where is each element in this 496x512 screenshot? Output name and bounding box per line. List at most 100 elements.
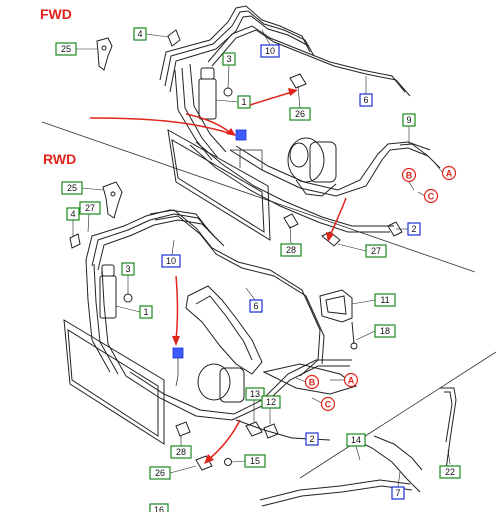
- fwd-tube-upper-5: [211, 29, 411, 97]
- fwd-tube-lower-4: [235, 141, 431, 191]
- callout-27-fwd-label: 27: [371, 246, 381, 256]
- rwd-abs-pump-body: [219, 367, 245, 403]
- rwd-tube-left-3: [101, 267, 127, 377]
- callout-13-label: 13: [250, 389, 260, 399]
- callout-25-rwd-label: 25: [67, 183, 77, 193]
- rwd-arrow-26: [207, 419, 241, 461]
- callout-6-rwd[interactable]: 6: [249, 299, 263, 313]
- callout-1-fwd-label: 1: [241, 97, 246, 107]
- callout-C-fwd[interactable]: C: [423, 188, 439, 204]
- callout-6-fwd-label: 6: [363, 95, 368, 105]
- leader-25-rwd: [81, 187, 104, 191]
- callout-10-fwd[interactable]: 10: [260, 44, 280, 58]
- fwd-valve-block: [198, 78, 217, 120]
- fwd-tube-upper-1: [159, 5, 311, 81]
- callout-25-fwd[interactable]: 25: [55, 42, 77, 56]
- fwd-line-art: [96, 5, 441, 247]
- callout-3-rwd-label: 3: [125, 264, 130, 274]
- rwd-valve-top: [101, 264, 115, 277]
- callout-10-rwd[interactable]: 10: [161, 254, 181, 268]
- rwd-highlight-leader: [175, 358, 179, 387]
- callout-26-fwd[interactable]: 26: [289, 107, 311, 121]
- rwd-hose-7: [373, 435, 423, 471]
- fwd-arrow-26: [249, 91, 293, 106]
- rwd-hose-22: [440, 387, 457, 471]
- leader-26-fwd: [297, 85, 301, 109]
- callout-1-rwd[interactable]: 1: [139, 305, 153, 319]
- callout-2-fwd[interactable]: 2: [407, 222, 421, 236]
- callout-A-fwd[interactable]: A: [441, 165, 457, 181]
- green-callouts: 25 4 3 1 26 9 27 28: [55, 27, 461, 512]
- callout-3-rwd[interactable]: 3: [121, 262, 135, 276]
- fwd-tube-lower-1: [189, 144, 390, 233]
- leader-18: [355, 330, 376, 341]
- callout-18[interactable]: 18: [374, 324, 396, 338]
- callout-2-rwd[interactable]: 2: [305, 432, 319, 446]
- callout-28-fwd[interactable]: 28: [280, 243, 302, 257]
- fwd-hose-9: [399, 143, 441, 169]
- callout-6-fwd[interactable]: 6: [359, 93, 373, 107]
- callout-3-fwd-label: 3: [226, 54, 231, 64]
- fwd-tube-upper-4: [207, 25, 406, 93]
- callout-27-rwd[interactable]: 27: [79, 201, 101, 215]
- red-indicator-arrows: [89, 91, 347, 461]
- callout-1-fwd[interactable]: 1: [237, 95, 251, 109]
- leader-26-rwd: [169, 465, 197, 474]
- arrowhead-fwd-27: [326, 232, 334, 242]
- rwd-line-art: [63, 181, 457, 507]
- callout-18-label: 18: [380, 326, 390, 336]
- rwd-frame-rail: [185, 285, 263, 375]
- callout-13[interactable]: 13: [245, 387, 265, 401]
- rwd-rear-axle: [262, 363, 358, 395]
- rwd-hose-14: [355, 439, 421, 493]
- callout-3-fwd[interactable]: 3: [222, 52, 236, 66]
- leader-4-fwd: [145, 33, 169, 38]
- callout-4-rwd-label: 4: [70, 209, 75, 219]
- callout-28-rwd[interactable]: 28: [170, 445, 192, 459]
- fwd-abs-pump-base: [295, 179, 337, 197]
- callout-25-rwd[interactable]: 25: [61, 181, 83, 195]
- callout-16[interactable]: 16: [149, 503, 169, 512]
- callout-10-rwd-label: 10: [166, 256, 176, 266]
- callout-9[interactable]: 9: [402, 113, 416, 127]
- callout-A-rwd-label: A: [348, 376, 355, 386]
- leader-27-fwd: [337, 243, 367, 252]
- arrowhead-rwd-10: [172, 336, 180, 346]
- callout-26-rwd[interactable]: 26: [149, 466, 171, 480]
- rwd-tube-upper-2: [91, 213, 215, 267]
- callout-B-rwd[interactable]: B: [304, 374, 320, 390]
- callout-26-rwd-label: 26: [155, 468, 165, 478]
- fwd-fitting-4: [167, 29, 181, 47]
- callout-28-fwd-label: 28: [286, 245, 296, 255]
- callout-4-fwd[interactable]: 4: [133, 27, 147, 41]
- fwd-bracket-25: [96, 37, 113, 71]
- callout-7[interactable]: 7: [391, 486, 405, 500]
- callout-27-fwd[interactable]: 27: [365, 244, 387, 258]
- callout-B-fwd[interactable]: B: [401, 167, 417, 183]
- callout-A-rwd[interactable]: A: [343, 372, 359, 388]
- rwd-clip-13: [245, 421, 263, 437]
- fwd-bracket-hole: [101, 45, 107, 51]
- rwd-arrow-10: [175, 275, 179, 341]
- callout-leader-lines: [72, 29, 451, 488]
- fwd-tube-upper-2: [164, 10, 315, 87]
- callout-14[interactable]: 14: [346, 433, 366, 447]
- callout-15[interactable]: 15: [244, 454, 266, 468]
- fwd-abs-pump-body: [309, 141, 337, 183]
- leader-C-rwd: [311, 397, 323, 404]
- callout-A-fwd-label: A: [446, 169, 453, 179]
- fwd-tube-upper-3: [169, 15, 310, 93]
- rwd-radiator-inner: [67, 329, 159, 437]
- callout-22[interactable]: 22: [439, 465, 461, 479]
- leader-15: [231, 460, 246, 463]
- callout-12[interactable]: 12: [261, 395, 281, 409]
- leader-14: [355, 445, 361, 461]
- callout-11[interactable]: 11: [374, 293, 396, 307]
- fwd-tube-lower-3: [229, 147, 429, 197]
- fwd-highlight-box: [235, 129, 247, 141]
- arrowhead-fwd-26: [288, 88, 298, 96]
- callout-4-rwd[interactable]: 4: [66, 207, 80, 221]
- callout-C-rwd[interactable]: C: [320, 396, 336, 412]
- rwd-highlight-box: [172, 347, 184, 359]
- red-arrow-heads: [172, 88, 334, 464]
